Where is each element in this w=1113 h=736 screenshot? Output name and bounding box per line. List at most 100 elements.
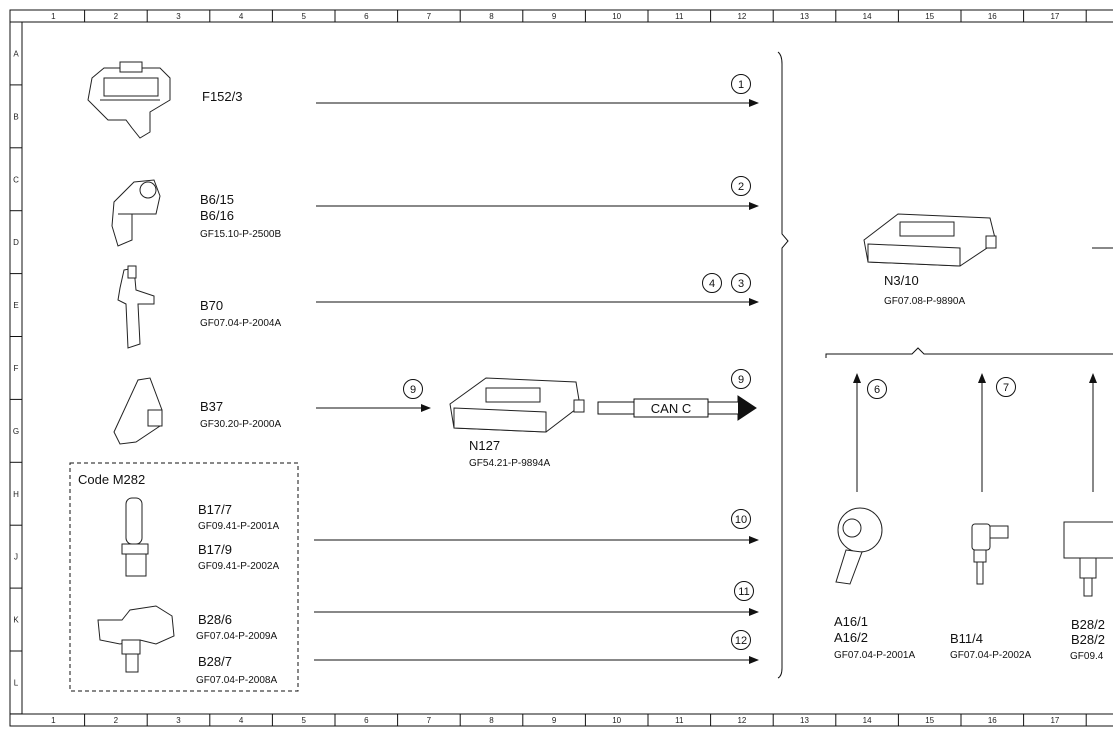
input-arrows [314, 99, 759, 664]
can-bus-arrow [597, 395, 757, 421]
svg-text:12: 12 [735, 635, 747, 647]
n127-label: N127 [469, 438, 500, 453]
column-label: 15 [925, 12, 934, 21]
svg-text:3: 3 [738, 278, 744, 290]
b11-label: B11/4 [950, 631, 983, 646]
svg-text:2: 2 [738, 181, 744, 193]
b70-ref: GF07.04-P-2004A [200, 318, 281, 329]
column-label: 13 [800, 716, 809, 725]
b17-label-2: B17/9 [198, 542, 232, 557]
b17-label-1: B17/7 [198, 502, 232, 517]
n127-control-unit-icon [449, 377, 585, 433]
b17-sensor-icon [121, 497, 149, 577]
row-label: H [13, 490, 19, 499]
b28-6-label: B28/6 [198, 612, 232, 627]
row-label: L [14, 678, 19, 687]
badge-4: 4 [702, 273, 722, 293]
b37-label: B37 [200, 399, 223, 414]
column-label: 10 [612, 12, 621, 21]
badge-6: 6 [867, 379, 887, 399]
b6-label-1: B6/15 [200, 192, 234, 207]
column-label: 16 [988, 12, 997, 21]
column-label: 1 [51, 716, 56, 725]
column-label: 1 [51, 12, 56, 21]
column-label: 11 [675, 716, 684, 725]
f152-label: F152/3 [202, 89, 242, 104]
n3-10-ref: GF07.08-P-9890A [884, 296, 965, 307]
column-label: 6 [364, 716, 369, 725]
column-label: 3 [176, 12, 181, 21]
frame [9, 9, 1113, 727]
badge-12: 12 [731, 630, 751, 650]
column-label: 13 [800, 12, 809, 21]
svg-text:9: 9 [410, 384, 416, 396]
can-bus-label: CAN C [651, 401, 691, 416]
column-label: 11 [675, 12, 684, 21]
column-label: 8 [489, 12, 494, 21]
row-label: A [13, 49, 19, 58]
column-label: 15 [925, 716, 934, 725]
badge-11: 11 [734, 581, 754, 601]
b37-ref: GF30.20-P-2000A [200, 419, 281, 430]
a16-label-2: A16/2 [834, 630, 868, 645]
column-label: 4 [239, 12, 244, 21]
column-label: 5 [301, 716, 306, 725]
row-label: B [13, 112, 18, 121]
column-label: 2 [114, 716, 119, 725]
sensor-brace [825, 347, 1113, 358]
column-label: 14 [863, 12, 872, 21]
column-label: 16 [988, 716, 997, 725]
code-m282-label: Code M282 [78, 472, 145, 487]
b6-sensor-icon [111, 179, 161, 247]
row-label: C [13, 175, 19, 184]
badge-3: 3 [731, 273, 751, 293]
b28-sensor-icon [97, 605, 175, 673]
svg-text:4: 4 [709, 278, 715, 290]
row-label: G [13, 427, 19, 436]
b28-right-sensor-icon [1063, 521, 1113, 597]
badge-9-can: 9 [731, 369, 751, 389]
column-label: 14 [863, 716, 872, 725]
b28-6-ref: GF07.04-P-2009A [196, 631, 277, 642]
badge-1: 1 [731, 74, 751, 94]
column-label: 17 [1050, 716, 1059, 725]
a16-label-1: A16/1 [834, 614, 868, 629]
b28-right-ref: GF09.4 [1070, 651, 1104, 662]
column-label: 4 [239, 716, 244, 725]
sensor-arrows [853, 373, 1097, 492]
svg-text:9: 9 [738, 374, 744, 386]
b6-label-2: B6/16 [200, 208, 234, 223]
svg-text:7: 7 [1003, 382, 1009, 394]
column-label: 6 [364, 12, 369, 21]
column-label: 9 [552, 716, 557, 725]
svg-text:10: 10 [735, 514, 747, 526]
column-label: 5 [301, 12, 306, 21]
svg-text:1: 1 [738, 79, 744, 91]
column-label: 3 [176, 716, 181, 725]
n3-10-label: N3/10 [884, 273, 919, 288]
row-label: E [13, 301, 18, 310]
b11-sensor-icon [971, 523, 1009, 585]
column-label: 8 [489, 716, 494, 725]
column-label: 10 [612, 716, 621, 725]
column-label: 9 [552, 12, 557, 21]
b70-sensor-icon [117, 265, 155, 349]
a16-ref: GF07.04-P-2001A [834, 650, 915, 661]
b28-right-label-2: B28/2 [1071, 632, 1105, 647]
f152-component-icon [87, 61, 171, 139]
row-label: J [14, 553, 18, 562]
b70-label: B70 [200, 298, 223, 313]
column-label: 2 [114, 12, 119, 21]
svg-text:11: 11 [738, 586, 749, 598]
row-label: K [13, 616, 19, 625]
a16-knock-sensor-icon [835, 507, 883, 585]
badge-7: 7 [996, 377, 1016, 397]
b28-7-label: B28/7 [198, 654, 232, 669]
b17-ref-1: GF09.41-P-2001A [198, 521, 279, 532]
column-label: 12 [737, 716, 746, 725]
b17-ref-2: GF09.41-P-2002A [198, 561, 279, 572]
badge-9-b37: 9 [403, 379, 423, 399]
column-label: 12 [737, 12, 746, 21]
